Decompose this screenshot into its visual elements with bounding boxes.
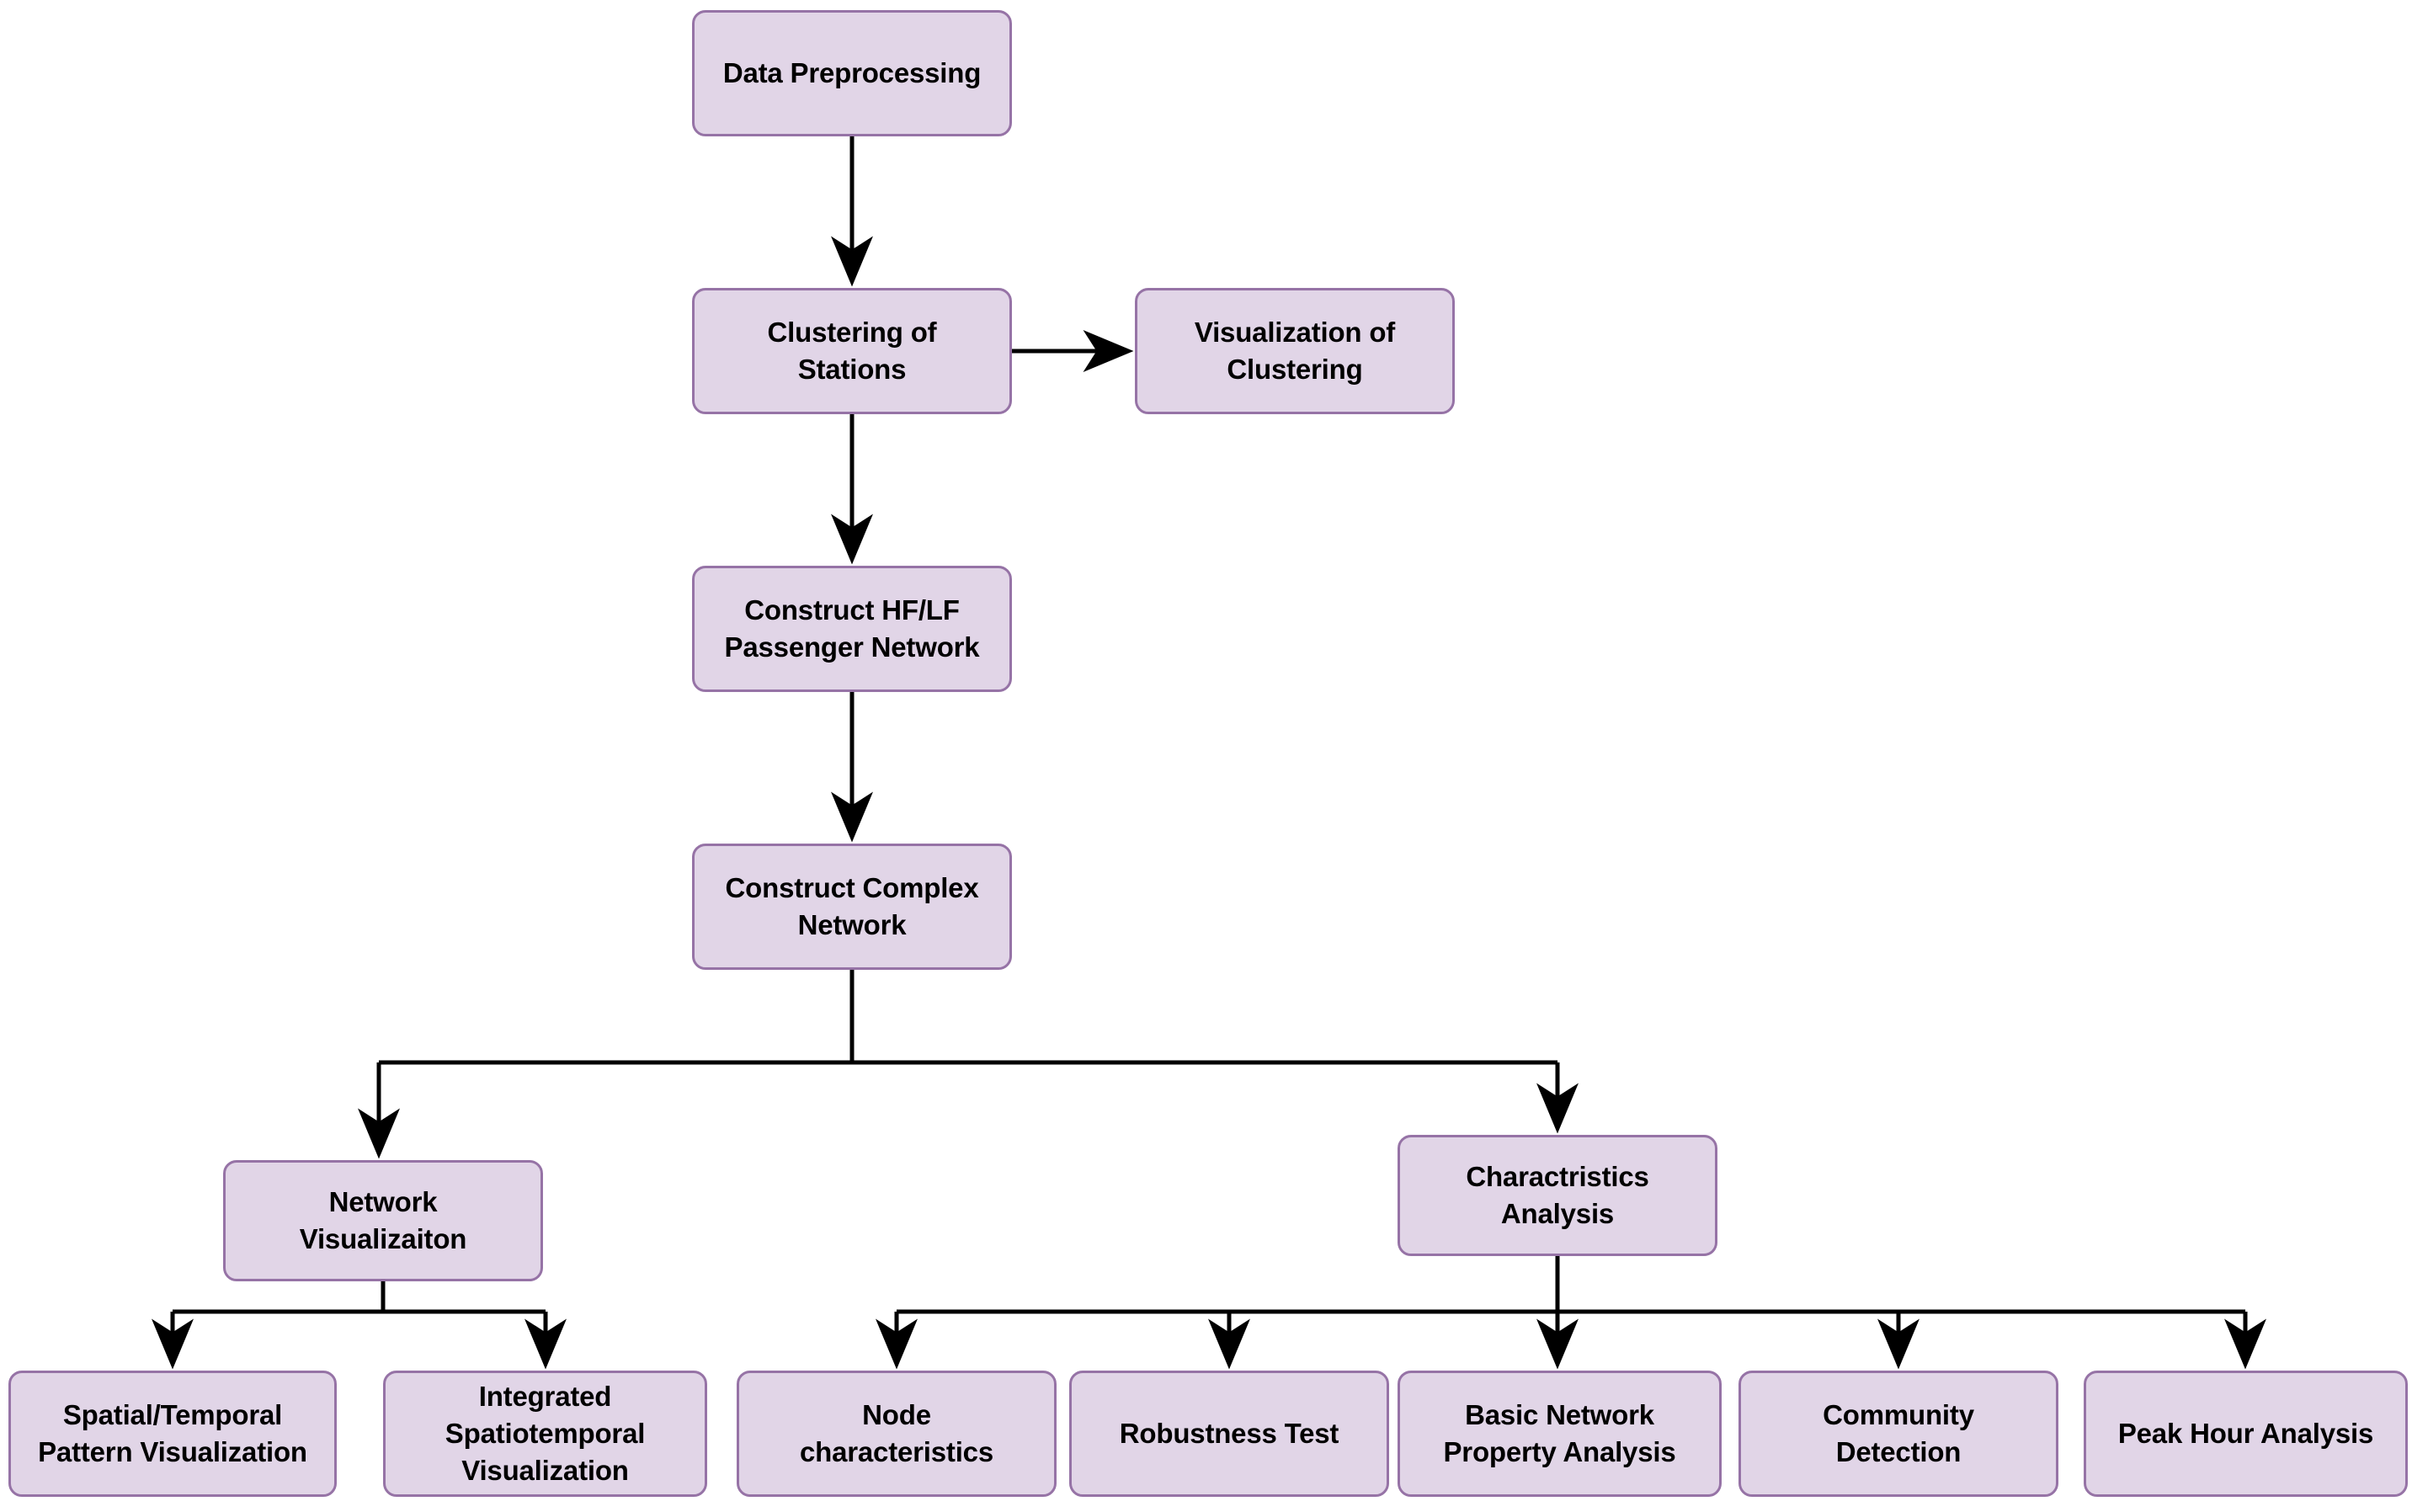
node-label: Integrated Spatiotemporal Visualization: [445, 1381, 646, 1486]
node-construct-complex-network[interactable]: Construct Complex Network: [692, 844, 1012, 970]
node-label: Robustness Test: [1119, 1418, 1339, 1450]
node-label: Data Preprocessing: [722, 57, 982, 89]
node-robustness-test[interactable]: Robustness Test: [1069, 1371, 1389, 1497]
node-label: Node characteristics: [800, 1399, 993, 1467]
node-label: Construct HF/LF Passenger Network: [724, 594, 980, 663]
node-network-visualizaiton[interactable]: Network Visualizaiton: [223, 1160, 543, 1281]
node-basic-network-property-analysis[interactable]: Basic Network Property Analysis: [1398, 1371, 1722, 1497]
node-community-detection[interactable]: Community Detection: [1738, 1371, 2058, 1497]
node-label: Peak Hour Analysis: [2117, 1418, 2374, 1450]
node-label: Community Detection: [1823, 1399, 1974, 1467]
node-label: Construct Complex Network: [725, 872, 979, 940]
node-node-characteristics[interactable]: Node characteristics: [737, 1371, 1057, 1497]
node-label: Clustering of Stations: [767, 317, 937, 385]
node-label: Charactristics Analysis: [1466, 1161, 1649, 1229]
node-label: Network Visualizaiton: [299, 1186, 467, 1254]
node-clustering-of-stations[interactable]: Clustering of Stations: [692, 288, 1012, 414]
node-charactristics-analysis[interactable]: Charactristics Analysis: [1398, 1135, 1717, 1256]
node-label: Visualization of Clustering: [1194, 317, 1396, 385]
node-label: Spatial/Temporal Pattern Visualization: [38, 1399, 307, 1467]
node-visualization-of-clustering[interactable]: Visualization of Clustering: [1135, 288, 1455, 414]
node-peak-hour-analysis[interactable]: Peak Hour Analysis: [2084, 1371, 2408, 1497]
node-integrated-spatiotemporal-visualization[interactable]: Integrated Spatiotemporal Visualization: [383, 1371, 707, 1497]
node-construct-hf-lf-passenger-network[interactable]: Construct HF/LF Passenger Network: [692, 566, 1012, 692]
node-label: Basic Network Property Analysis: [1443, 1399, 1676, 1467]
node-spatial-temporal-pattern-visualization[interactable]: Spatial/Temporal Pattern Visualization: [8, 1371, 337, 1497]
node-data-preprocessing[interactable]: Data Preprocessing: [692, 10, 1012, 136]
